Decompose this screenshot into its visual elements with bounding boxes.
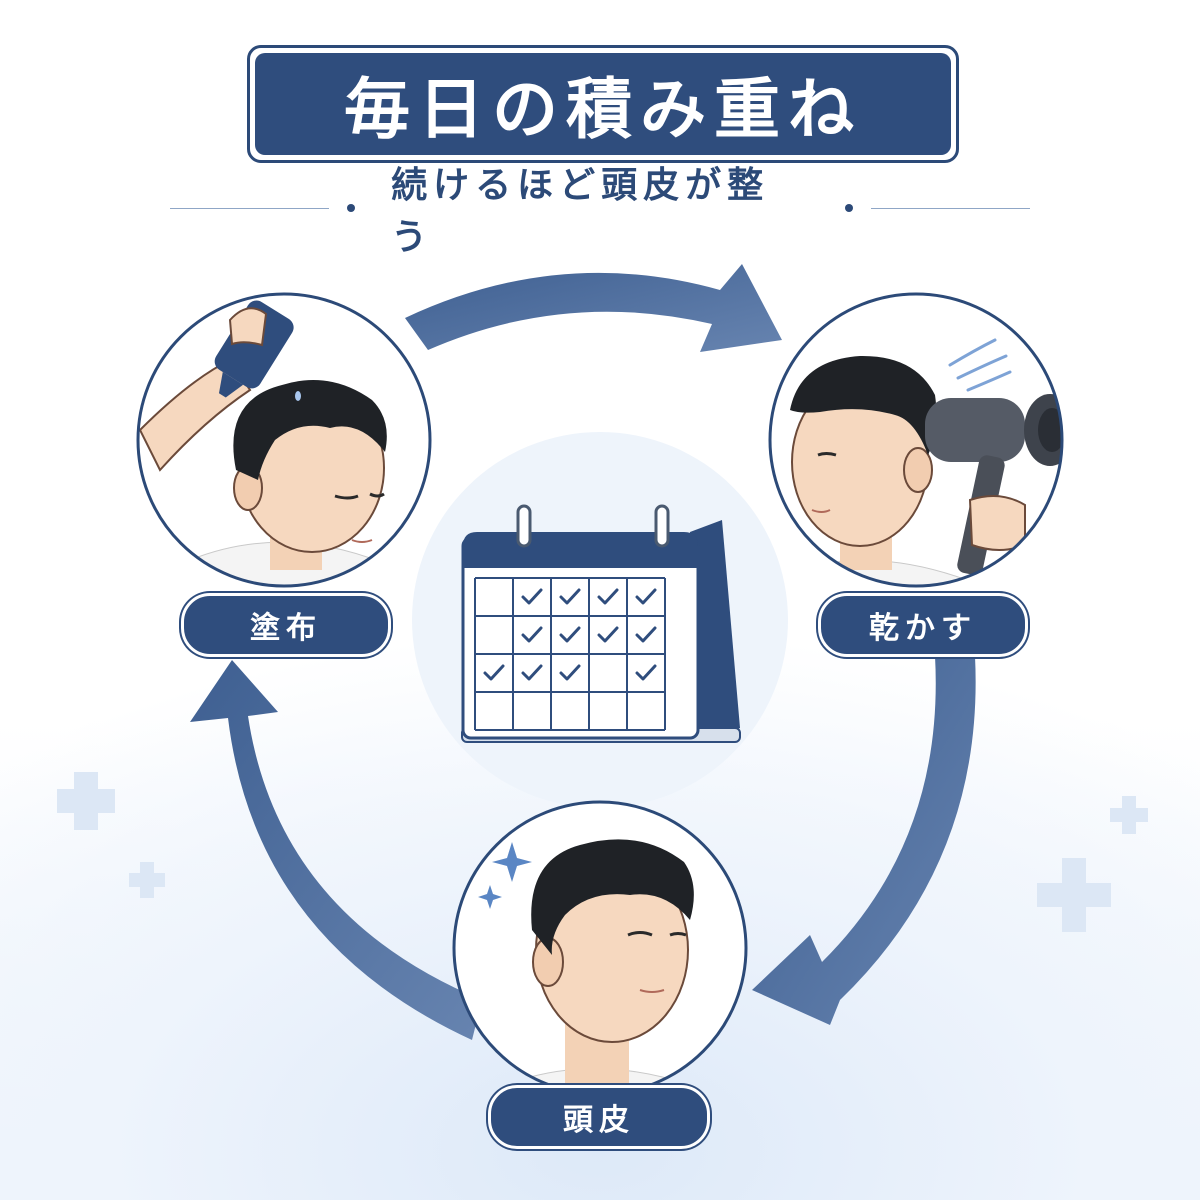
check-icon: [521, 664, 543, 681]
calendar-checks: [483, 588, 657, 681]
calendar-grid: [474, 577, 666, 731]
step-image-apply: [136, 292, 432, 588]
divider-line-right: [870, 207, 1030, 209]
sparkle-icon-small: [478, 885, 502, 909]
check-icon: [635, 664, 657, 681]
step-label-apply: 塗布: [181, 593, 391, 657]
step-image-dry: [768, 292, 1064, 588]
step-label-scalp-text: 頭皮: [563, 1103, 635, 1138]
check-icon: [559, 626, 581, 643]
check-icon: [597, 588, 619, 605]
check-icon: [635, 626, 657, 643]
step-label-scalp: 頭皮: [488, 1085, 710, 1149]
step-label-dry: 乾かす: [818, 593, 1028, 657]
check-icon: [521, 588, 543, 605]
calendar-icon: [461, 504, 741, 743]
step-image-scalp: [452, 800, 748, 1096]
arrow-left: [190, 660, 482, 1040]
divider-dot-right: [844, 204, 853, 212]
subtitle: 続けるほど頭皮が整う: [391, 165, 770, 258]
divider-dot-left: [347, 204, 356, 212]
arrow-top: [405, 264, 782, 352]
sparkle-icon-large: [492, 842, 532, 882]
plus-icon-right-large: [1037, 858, 1111, 932]
subtitle-row: 続けるほど頭皮が整う: [170, 165, 1030, 258]
check-icon: [483, 664, 505, 681]
arrow-right: [752, 656, 976, 1025]
check-icon: [635, 588, 657, 605]
divider-line-left: [170, 207, 330, 209]
check-icon: [597, 626, 619, 643]
check-icon: [559, 588, 581, 605]
check-icon: [559, 664, 581, 681]
step-label-apply-text: 塗布: [250, 611, 322, 646]
plus-icon-right-small: [1110, 796, 1148, 834]
check-icon: [521, 626, 543, 643]
title-banner: 毎日の積み重ね: [247, 45, 959, 163]
page-title: 毎日の積み重ね: [255, 53, 951, 155]
step-label-dry-text: 乾かす: [869, 611, 977, 646]
plus-icon-left-large: [57, 772, 115, 830]
air-flow-lines: [948, 338, 1012, 392]
plus-icon-left-small: [129, 862, 165, 898]
